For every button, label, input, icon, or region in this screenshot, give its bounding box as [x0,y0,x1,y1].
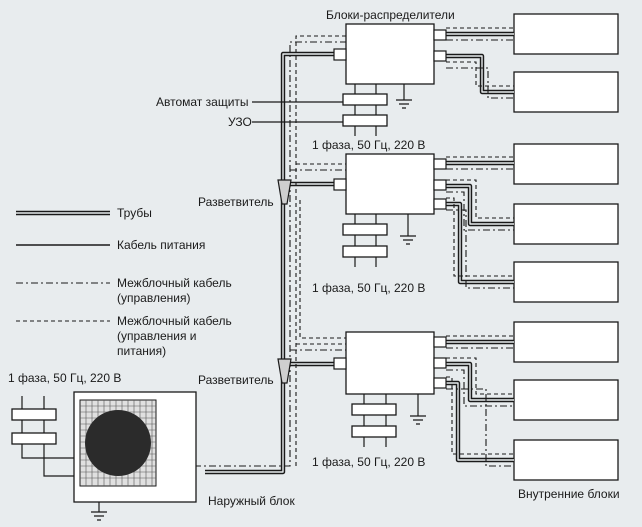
refrigerant-splitters [277,179,292,384]
distributor-units [333,23,447,395]
distributor-1-outlet-port-2 [433,50,447,62]
fuse-symbol-3b [351,425,397,438]
distributor-2-outlet-port-1 [433,158,447,170]
distributor-3-outlet-port-1 [433,336,447,348]
distributor-box-2 [345,153,435,215]
ground-symbol-distributor-1 [396,99,412,109]
indoor-units-label: Внутренние блоки [518,487,620,501]
indoor-unit-7 [513,379,619,421]
indoor-unit-8 [513,439,619,481]
distributor-2-outlet-port-3 [433,198,447,210]
power-supply-distributor-2 [342,214,416,267]
rcd-symbol [342,114,388,127]
legend-ctrl-power-cable-label-1: Межблочный кабель [117,314,232,328]
indoor-unit-5 [513,261,619,303]
power-label-mid: 1 фаза, 50 Гц, 220 В [312,281,425,295]
indoor-unit-2 [513,71,619,113]
outdoor-unit-label: Наружный блок [208,494,295,508]
distributor-2-outlet-port-2 [433,179,447,191]
splitter-label-upper: Разветвитель [198,195,274,209]
distributor-1-outlet-port-1 [433,29,447,41]
fuse-symbol-2a [342,223,388,236]
fan-icon [85,410,151,476]
power-supply-distributor-1 [252,84,412,136]
power-label-top: 1 фаза, 50 Гц, 220 В [312,138,425,152]
distributor-3-outlet-port-3 [433,377,447,389]
indoor-unit-3 [513,143,619,185]
legend-ctrl-power-cable-label-2: (управления и [117,329,196,343]
distributors-label: Блоки-распределители [326,8,455,22]
indoor-unit-6 [513,321,619,363]
legend: Трубы Кабель питания Межблочный кабель (… [16,206,232,358]
distributor-3-outlet-port-2 [433,357,447,369]
outdoor-unit [73,391,197,521]
distributor-box-1 [345,23,435,85]
legend-control-cable-label-1: Межблочный кабель [117,276,232,290]
indoor-unit-1 [513,13,619,55]
ground-symbol-distributor-2 [400,235,416,245]
legend-power-cable-label: Кабель питания [117,238,205,252]
splitter-lower [277,358,292,384]
power-label-bottom: 1 фаза, 50 Гц, 220 В [312,455,425,469]
fuse-symbol-3a [351,403,397,416]
fuse-symbol-outdoor-a [11,408,57,421]
distributor-3-inlet-port [333,357,347,370]
splitter-label-lower: Разветвитель [198,373,274,387]
splitter-upper [277,179,292,205]
legend-pipes-label: Трубы [117,206,152,220]
distributor-1-inlet-port [333,48,347,61]
legend-control-cable-label-2: (управления) [117,291,190,305]
power-supply-distributor-3 [351,394,426,447]
legend-ctrl-power-cable-label-3: питания) [117,344,166,358]
indoor-unit-4 [513,203,619,245]
power-supply-outdoor [11,396,74,477]
fuse-symbol-2b [342,245,388,258]
ground-symbol-outdoor [91,511,107,521]
fuse-symbol-outdoor-b [11,432,57,445]
power-label-outdoor: 1 фаза, 50 Гц, 220 В [8,371,121,385]
indoor-units [513,13,619,481]
breaker-label: Автомат защиты [156,95,249,109]
rcd-label: УЗО [228,115,252,129]
ground-symbol-distributor-3 [410,415,426,425]
diagram-labels: Блоки-распределители Автомат защиты УЗО … [8,8,620,508]
distributor-2-inlet-port [333,178,347,191]
interconnect-cables [194,27,514,467]
circuit-breaker-symbol [342,93,388,106]
distributor-box-3 [345,331,435,395]
